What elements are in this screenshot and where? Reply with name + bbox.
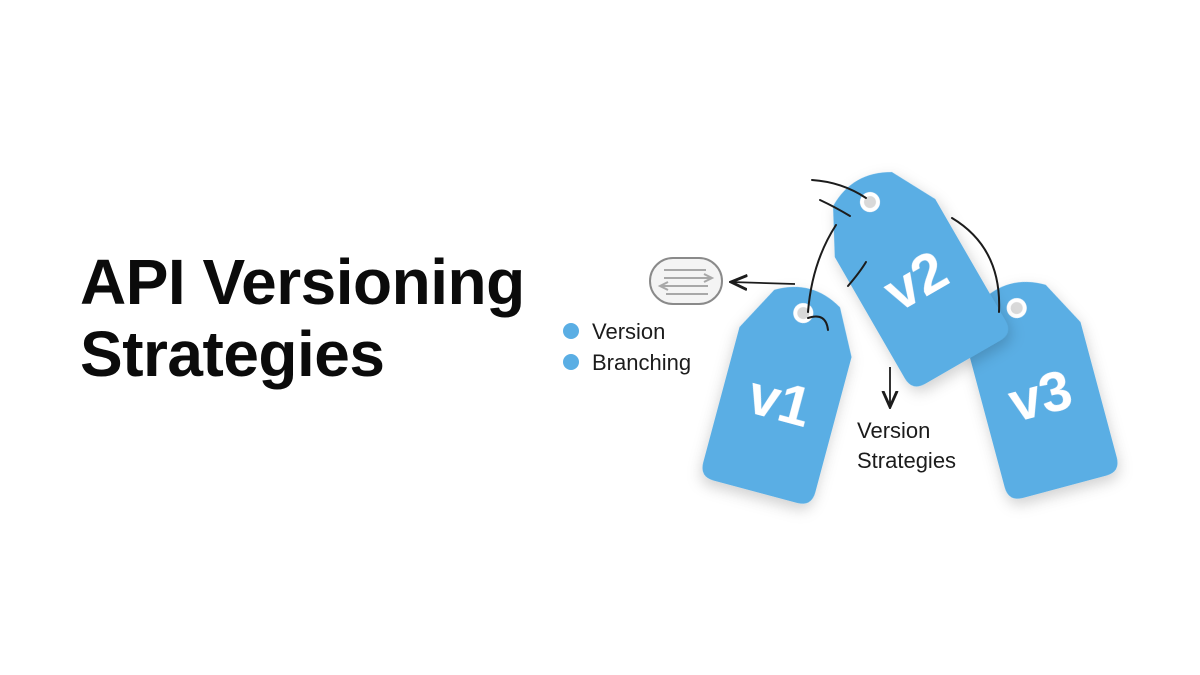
tag-v2: v2: [833, 172, 1008, 387]
title-line-2: Strategies: [80, 318, 385, 390]
tag-v1: v1: [702, 287, 852, 504]
tag-strings: [807, 179, 1001, 331]
string-v1-hook: [807, 315, 829, 331]
string-v2-b: [819, 199, 851, 217]
arrow-to-branch-icon: [731, 282, 796, 284]
legend-dot-branching: [563, 354, 579, 370]
tag-v1-body: [702, 287, 852, 504]
title-line-1: API Versioning: [80, 246, 525, 318]
tag-v2-body: [833, 172, 1008, 387]
string-v2-v1-left: [807, 224, 837, 313]
string-v2-v3: [951, 217, 1001, 313]
tag-v3-body: [968, 282, 1118, 499]
legend-label-version: Version: [592, 319, 665, 344]
string-v1-v2: [847, 261, 867, 287]
legend-dot-version: [563, 323, 579, 339]
string-v2-a: [811, 179, 867, 199]
swap-arrows-icon: [649, 257, 723, 305]
legend: Version Branching: [563, 319, 691, 375]
page-title: API Versioning Strategies: [80, 246, 600, 390]
annotation-line-1: Version: [857, 418, 930, 443]
legend-label-branching: Branching: [592, 350, 691, 375]
annotation-line-2: Strategies: [857, 448, 956, 473]
tag-v3: v3: [968, 282, 1118, 499]
